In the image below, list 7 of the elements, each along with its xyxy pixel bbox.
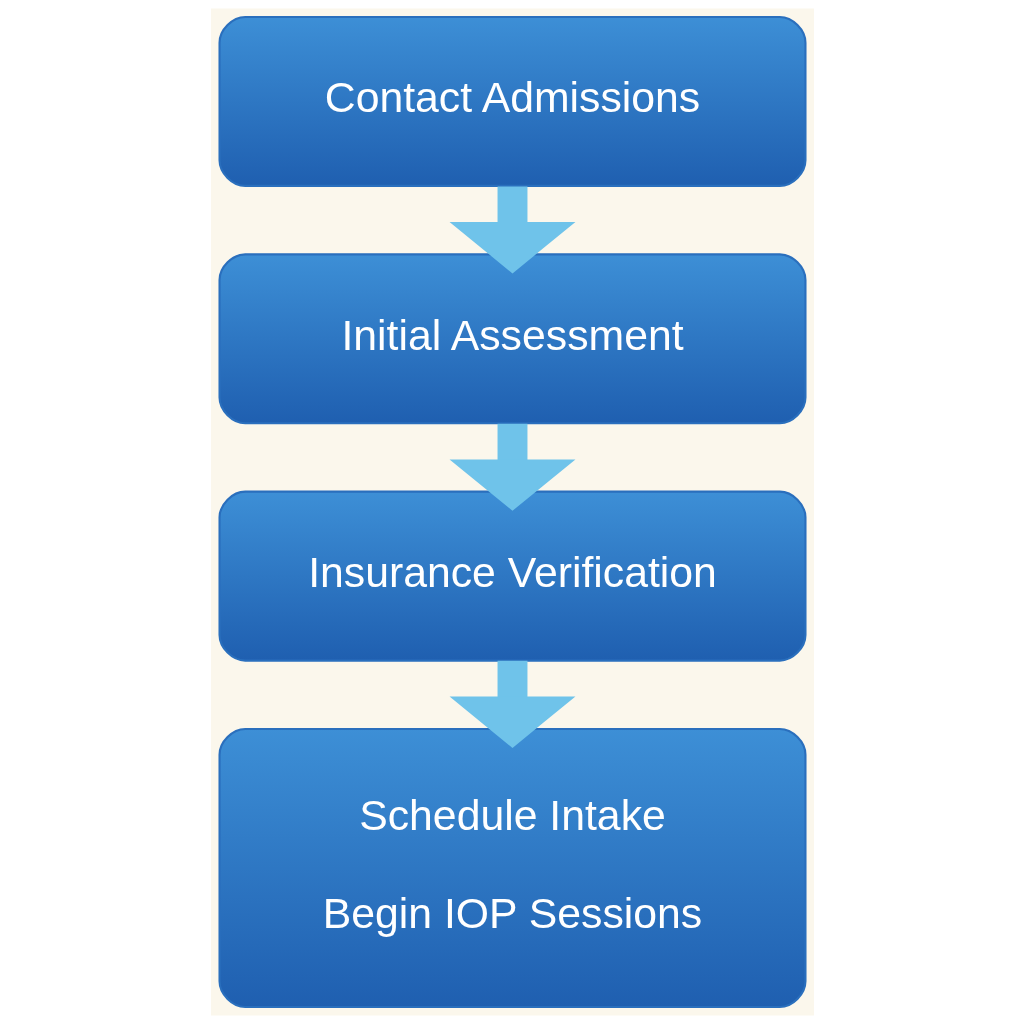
node-box: Contact Admissions xyxy=(218,15,807,187)
arrow xyxy=(449,423,575,511)
node-box: Initial Assessment xyxy=(218,253,807,425)
node-box: Schedule Intake Begin IOP Sessions xyxy=(218,727,807,1009)
arrow xyxy=(449,660,575,748)
node-box: Insurance Verification xyxy=(218,490,807,662)
arrow xyxy=(449,186,575,274)
